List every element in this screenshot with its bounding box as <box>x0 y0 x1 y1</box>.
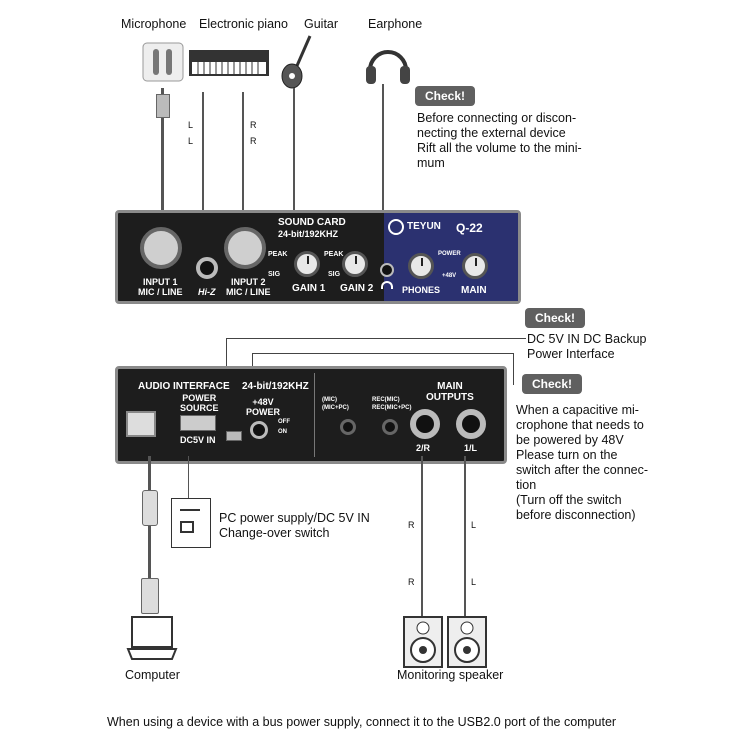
output-1l-label: 1/L <box>464 443 478 453</box>
brand-label: TEYUN <box>407 221 441 232</box>
usb-b-port[interactable] <box>126 411 156 437</box>
output-cable-r <box>421 456 423 616</box>
power-source-switch[interactable] <box>180 415 216 431</box>
peak1-label: PEAK <box>268 251 288 258</box>
piano-icon <box>189 50 269 76</box>
panel-divider <box>314 373 315 457</box>
power-led-label: POWER <box>438 251 461 257</box>
back-spec-label: 24-bit/192KHZ <box>242 381 309 392</box>
footer-note: When using a device with a bus power sup… <box>107 715 617 729</box>
piano-cable-l <box>202 92 204 216</box>
micro-usb-port[interactable] <box>226 431 242 441</box>
peak2-label: PEAK <box>324 251 344 258</box>
computer-icon <box>126 616 178 660</box>
xlr-plug <box>156 94 170 118</box>
check-badge-3: Check! <box>522 374 583 394</box>
switch-callout-box <box>171 498 211 548</box>
input1-combo-jack[interactable] <box>140 227 182 269</box>
usb-connector-b <box>142 490 158 526</box>
guitar-icon <box>281 35 312 89</box>
cable-mark-r4: R <box>408 577 415 587</box>
audio-interface-label: AUDIO INTERFACE <box>138 381 230 392</box>
piano-cable-r <box>242 92 244 216</box>
rec-mic-pc-label: REC(MIC+PC) <box>372 405 412 411</box>
sound-card-label: SOUND CARD <box>278 217 346 228</box>
cable-mark-r1: R <box>250 120 257 130</box>
output-1l-jack[interactable] <box>456 409 486 439</box>
model-label: Q-22 <box>456 221 483 235</box>
speaker-label: Monitoring speaker <box>397 668 504 682</box>
cable-mark-r3: R <box>408 520 415 530</box>
output-2r-label: 2/R <box>416 443 431 453</box>
sig1-label: SIG <box>268 271 281 278</box>
rec-mode-button[interactable] <box>382 419 398 435</box>
main-label: MAIN <box>461 285 487 296</box>
on-label: ON <box>278 429 287 435</box>
48v-switch[interactable] <box>250 421 268 439</box>
microphone-label: Microphone <box>121 17 187 31</box>
teyun-logo-icon <box>388 219 404 235</box>
cable-mark-l4: L <box>471 577 477 587</box>
main-knob[interactable] <box>462 253 488 279</box>
sig2-label: SIG <box>328 271 341 278</box>
switch-leader <box>188 456 189 498</box>
phones-jack[interactable] <box>380 263 394 277</box>
speaker-left-icon <box>447 616 487 668</box>
headphone-icon <box>381 281 393 289</box>
gain2-label: GAIN 2 <box>340 283 374 294</box>
earphone-label: Earphone <box>368 17 423 31</box>
hiz-label: Hi-Z <box>198 287 216 297</box>
monitor-mode-button[interactable] <box>340 419 356 435</box>
rec-mic-label: REC(MIC) <box>372 397 400 403</box>
mic-cable <box>161 88 164 216</box>
off-label: OFF <box>278 419 290 425</box>
leader-48v-v <box>252 353 253 373</box>
output-cable-l <box>464 456 466 616</box>
guitar-cable <box>293 88 295 216</box>
front-spec-label: 24-bit/192KHZ <box>278 229 339 239</box>
usb-connector-a <box>141 578 159 614</box>
check-note-1: Before connecting or discon-necting the … <box>417 111 582 170</box>
cable-mark-l3: L <box>471 520 477 530</box>
output-2r-jack[interactable] <box>410 409 440 439</box>
piano-label: Electronic piano <box>199 17 288 31</box>
guitar-label: Guitar <box>304 17 339 31</box>
phones-knob[interactable] <box>408 253 434 279</box>
input2-combo-jack[interactable] <box>224 227 266 269</box>
leader-48v-h <box>252 353 514 354</box>
cable-mark-l2: L <box>188 136 194 146</box>
gain2-knob[interactable] <box>342 251 368 277</box>
mic-pc-mode-label: (MIC+PC) <box>322 405 349 411</box>
computer-label: Computer <box>125 668 180 682</box>
check-badge-1: Check! <box>415 86 476 106</box>
hiz-jack[interactable] <box>196 257 218 279</box>
leader-dc5v-v <box>226 338 227 370</box>
leader-dc5v-h <box>226 338 526 339</box>
phones-label: PHONES <box>402 285 441 295</box>
48v-led-label: +48V <box>442 273 457 279</box>
gain1-knob[interactable] <box>294 251 320 277</box>
gain1-label: GAIN 1 <box>292 283 326 294</box>
cable-mark-r2: R <box>250 136 257 146</box>
microphone-icon <box>142 42 184 82</box>
mic-mode-label: (MIC) <box>322 397 337 403</box>
cable-mark-l1: L <box>188 120 194 130</box>
check-badge-2: Check! <box>525 308 586 328</box>
front-panel-blue-section <box>384 213 518 301</box>
dc5v-label: DC5V IN <box>180 435 216 445</box>
leader-48v-down <box>513 353 514 385</box>
earphone-icon <box>366 50 410 84</box>
earphone-cable <box>382 84 384 216</box>
check-note-3: When a capacitive mi-crophone that needs… <box>516 403 649 522</box>
speaker-right-icon <box>403 616 443 668</box>
